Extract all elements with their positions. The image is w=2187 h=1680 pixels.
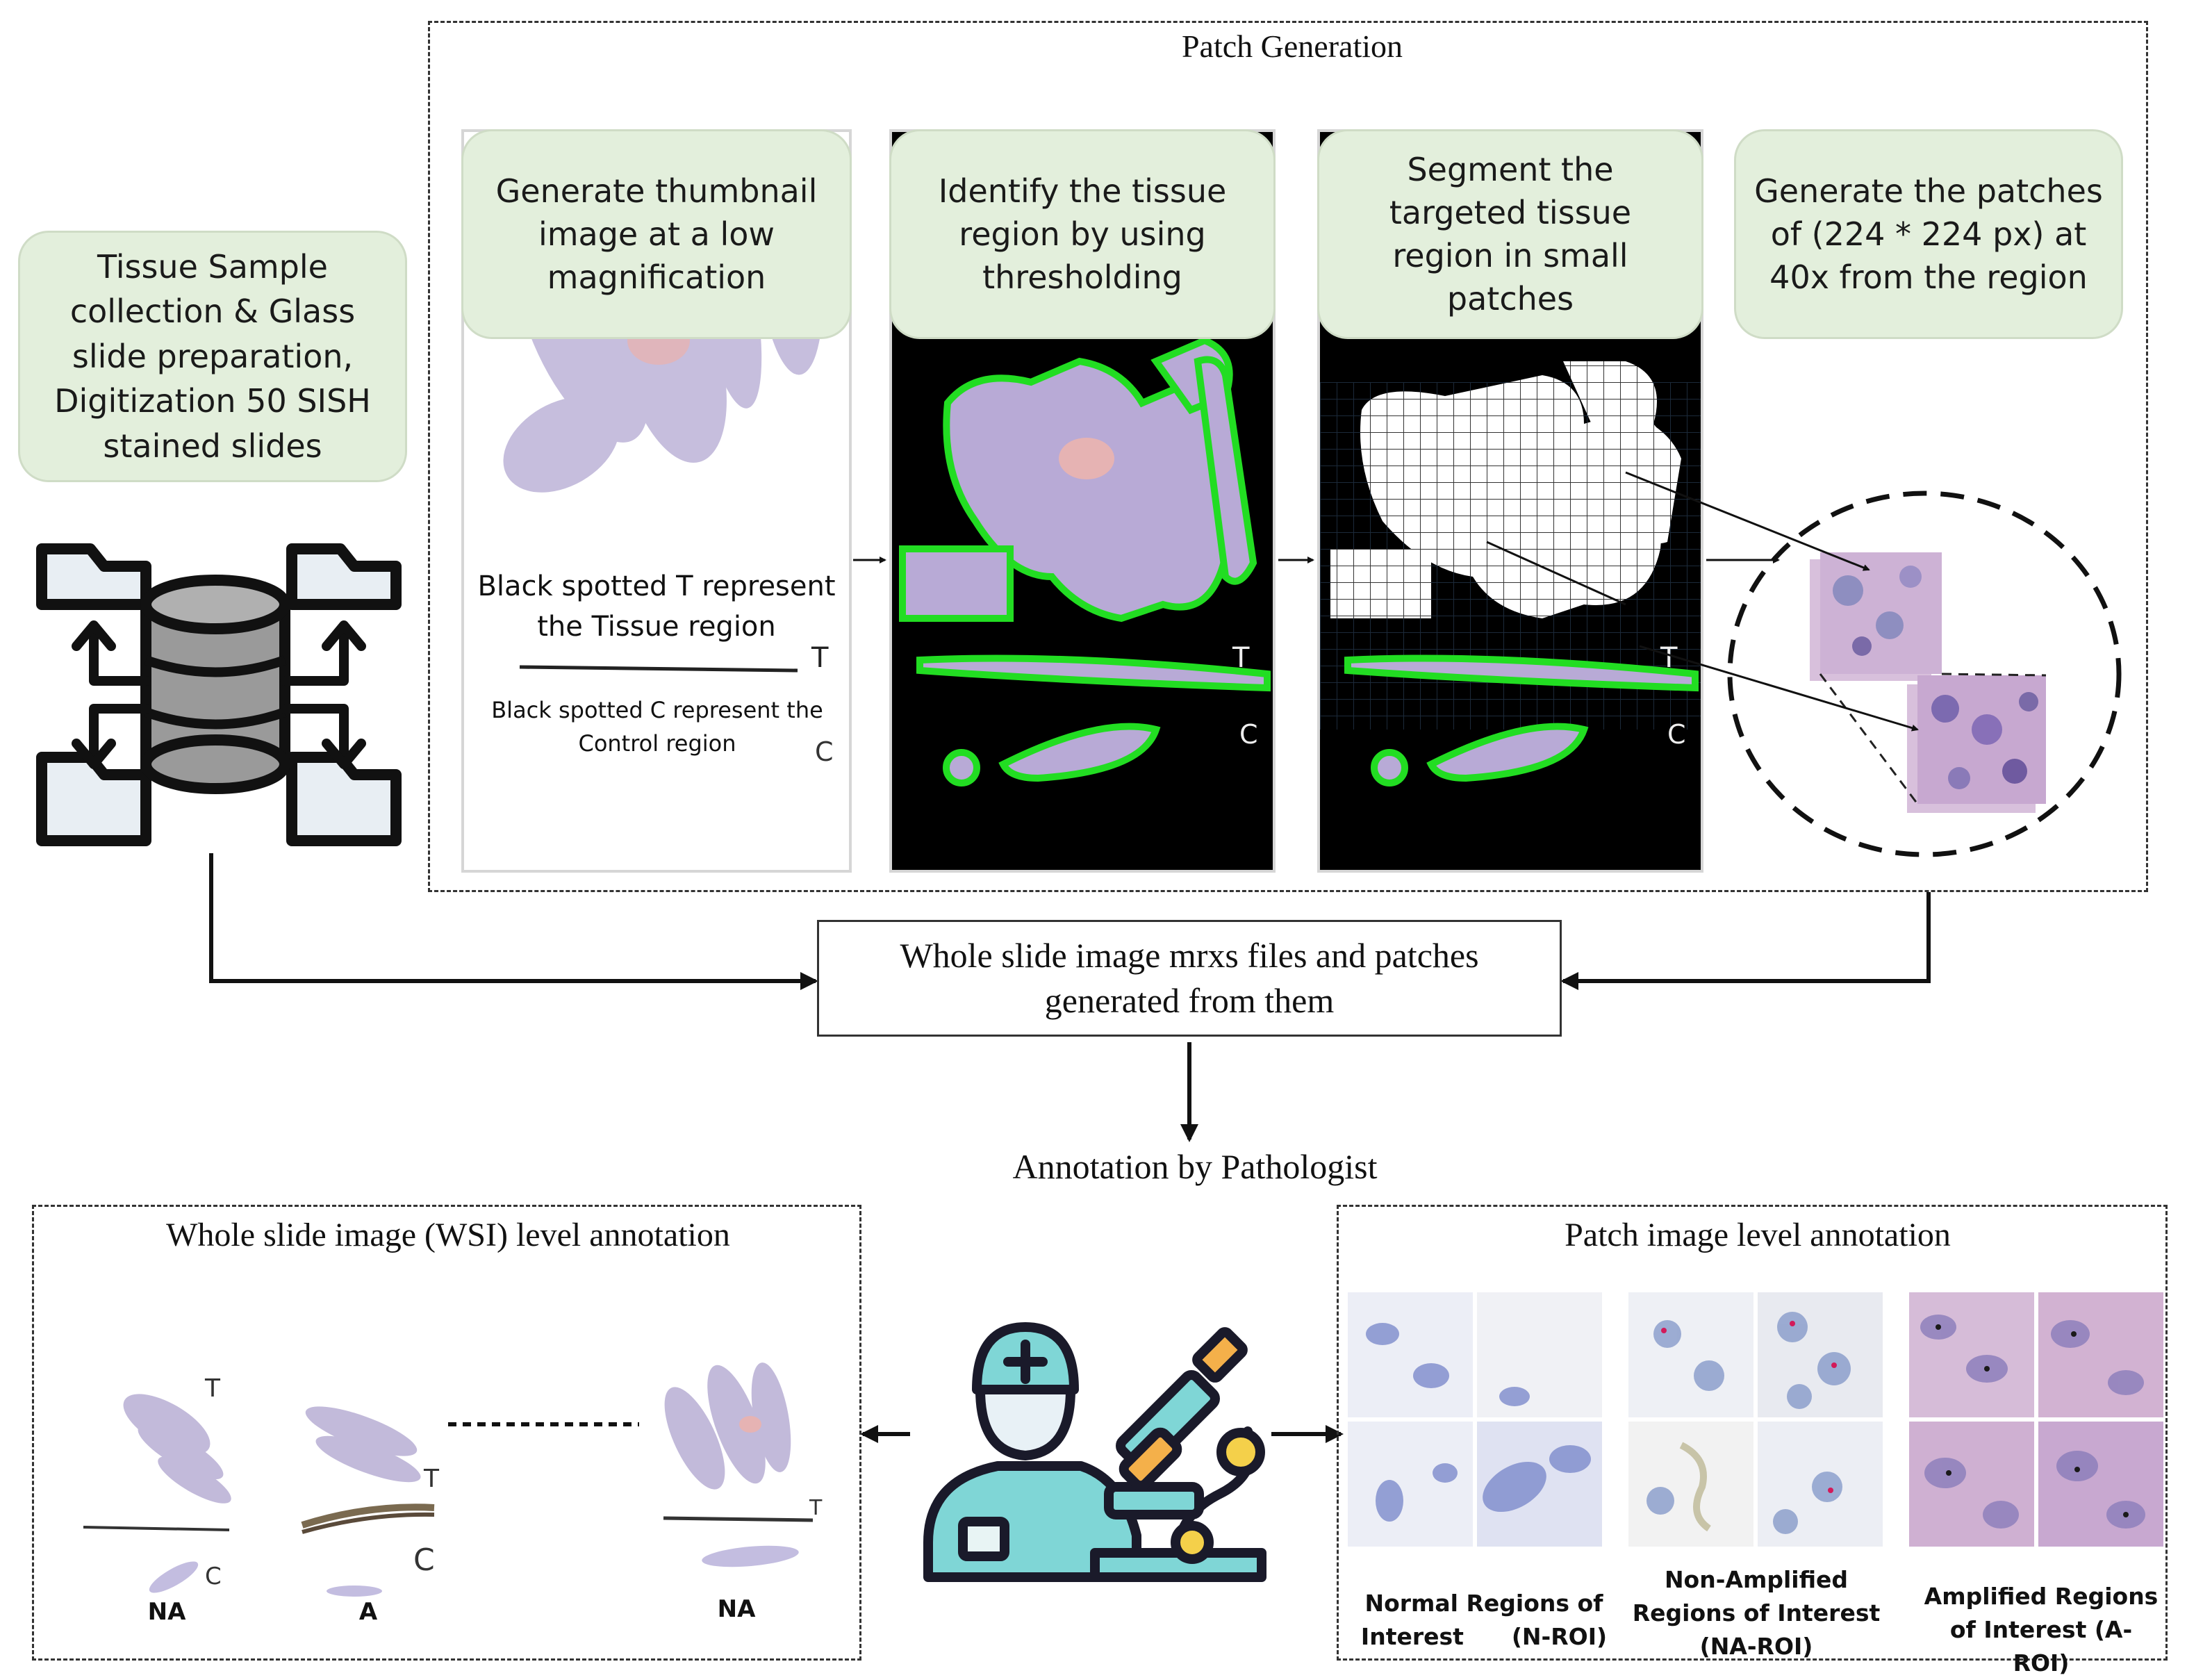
folder-icon (36, 543, 402, 846)
patch-zoom-circle (1727, 491, 2122, 857)
wsi-files-label: Whole slide image mrxs files and patches… (900, 936, 1479, 1020)
patch-sample-1 (1810, 552, 1942, 681)
svg-text:C: C (205, 1563, 222, 1590)
wsi-label-1: NA (147, 1598, 186, 1626)
n-roi-patches (1348, 1292, 1602, 1547)
slide-thumbnail-1: T C (83, 1374, 231, 1593)
wsi-annotation-slides: T C T C T (83, 1362, 823, 1597)
patch-generation-frame (428, 21, 2148, 892)
data-flow-arrows (72, 620, 366, 769)
svg-text:C: C (413, 1542, 435, 1578)
svg-text:C: C (1667, 719, 1686, 750)
a-roi-label: Amplified Regions of Interest (A-ROI) (1924, 1583, 2159, 1677)
svg-text:T: T (1232, 642, 1250, 674)
thumbnail-note-c: Black spotted C represent the Control re… (491, 697, 823, 757)
wsi-label-3: NA (717, 1595, 756, 1623)
patch-sample-2 (1907, 675, 2046, 813)
slide-thumbnail-2: T C (301, 1406, 440, 1597)
annotation-title: Annotation by Pathologist (1012, 1147, 1378, 1186)
svg-text:C: C (1239, 719, 1258, 750)
wsi-files-box: Whole slide image mrxs files and patches… (817, 920, 1562, 1037)
segment-grid-image: T C (1320, 270, 1701, 787)
patch-annotation-frame (1337, 1205, 2168, 1661)
patch-annotation-grid (1348, 1292, 2163, 1547)
n-roi-label: Normal Regions of Interest (N-ROI) (1360, 1590, 1612, 1650)
svg-text:T: T (809, 1496, 823, 1520)
slide-thumbnail-3: T (663, 1362, 823, 1567)
na-roi-label: Non-Amplified Regions of Interest (NA-RO… (1632, 1566, 1881, 1660)
database-icon (36, 543, 402, 846)
svg-text:T: T (811, 642, 829, 674)
svg-text:T: T (423, 1465, 440, 1493)
a-roi-patches (1909, 1292, 2163, 1547)
svg-text:C: C (815, 736, 834, 767)
step-generate-patches: Generate the patches of (224 * 224 px) a… (1734, 129, 2123, 339)
tissue-collection-box: Tissue Sample collection & Glass slide p… (18, 231, 407, 482)
wsi-annotation-frame (32, 1205, 861, 1661)
arrow-grid-to-patch1 (1625, 471, 1870, 571)
database-cylinder (140, 575, 290, 794)
arrow-grid-to-patch2 (1639, 645, 1919, 732)
step-segment-patches: Segment the targeted tissue region in sm… (1317, 129, 1703, 339)
arrow-collection-to-wsi (209, 853, 818, 990)
patch-generation-title: Patch Generation (1181, 28, 1403, 64)
arrow-patches-to-wsi (1560, 892, 1931, 990)
step-generate-thumbnail: Generate thumbnail image at a low magnif… (461, 129, 852, 339)
wsi-annotation-title: Whole slide image (WSI) level annotation (166, 1217, 730, 1253)
pathologist-microscope-icon (923, 1322, 1266, 1582)
svg-text:T: T (204, 1374, 221, 1403)
svg-text:T: T (1660, 642, 1678, 674)
thumbnail-note-t: Black spotted T represent the Tissue reg… (477, 570, 836, 643)
patch-annotation-title: Patch image level annotation (1565, 1217, 1951, 1253)
wsi-label-2: A (358, 1598, 378, 1626)
na-roi-patches (1628, 1292, 1883, 1547)
step-identify-tissue: Identify the tissue region by using thre… (889, 129, 1276, 339)
